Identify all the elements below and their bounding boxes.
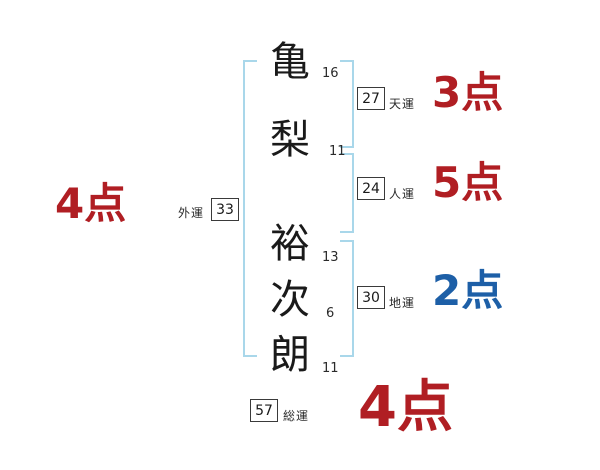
stroke-count-1: 16 <box>322 66 339 81</box>
earth-luck-label: 地運 <box>389 296 416 310</box>
total-luck-score: 4点 <box>358 375 453 440</box>
outer-luck-score: 4点 <box>55 179 127 228</box>
heaven-luck-bracket-tick-bottom <box>340 146 352 148</box>
heaven-luck-value-box: 27 <box>357 87 385 110</box>
heaven-luck-label: 天運 <box>389 97 416 111</box>
name-char-1: 亀 <box>270 39 310 85</box>
person-luck-value-box: 24 <box>357 177 385 200</box>
outer-luck-bracket-tick-bottom <box>243 355 257 357</box>
person-luck-bracket-tick-bottom <box>340 231 352 233</box>
person-luck-bracket-tick-top <box>340 153 352 155</box>
outer-luck-bracket-tick-top <box>243 60 257 62</box>
earth-luck-bracket-tick-bottom <box>340 355 352 357</box>
heaven-luck-bracket-line <box>352 60 354 148</box>
outer-luck-label: 外運 <box>178 206 205 220</box>
heaven-luck-bracket-tick-top <box>340 60 352 62</box>
earth-luck-score: 2点 <box>432 266 504 315</box>
earth-luck-value-box: 30 <box>357 286 385 309</box>
earth-luck-bracket-tick-top <box>340 240 352 242</box>
total-luck-value-box: 57 <box>250 399 278 422</box>
person-luck-label: 人運 <box>389 187 416 201</box>
heaven-luck-score: 3点 <box>432 68 504 117</box>
outer-luck-bracket-line <box>243 60 245 357</box>
stroke-count-3: 13 <box>322 250 339 265</box>
earth-luck-bracket-line <box>352 240 354 357</box>
stroke-count-4: 6 <box>326 306 335 321</box>
person-luck-score: 5点 <box>432 158 504 207</box>
name-char-5: 朗 <box>270 332 310 378</box>
name-char-4: 次 <box>270 277 310 323</box>
stroke-count-5: 11 <box>322 361 339 376</box>
name-char-3: 裕 <box>270 221 310 267</box>
stroke-count-2: 11 <box>329 144 346 159</box>
outer-luck-value-box: 33 <box>211 198 239 221</box>
total-luck-label: 総運 <box>283 409 310 423</box>
person-luck-bracket-line <box>352 153 354 233</box>
name-char-2: 梨 <box>270 117 310 163</box>
